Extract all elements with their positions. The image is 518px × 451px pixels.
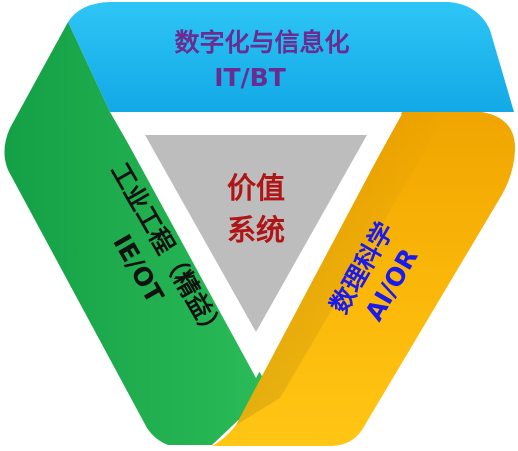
center-label-line1: 价值 [227,171,285,205]
right-band-shadow [236,112,448,425]
left-band-ie-ot [4,22,270,445]
top-segment-subtitle: IT/BT [214,63,286,92]
top-band-it-bt [68,2,514,112]
center-triangle [145,135,367,332]
top-segment-title: 数字化与信息化 [174,28,349,57]
center-label-line2: 系统 [227,213,285,247]
